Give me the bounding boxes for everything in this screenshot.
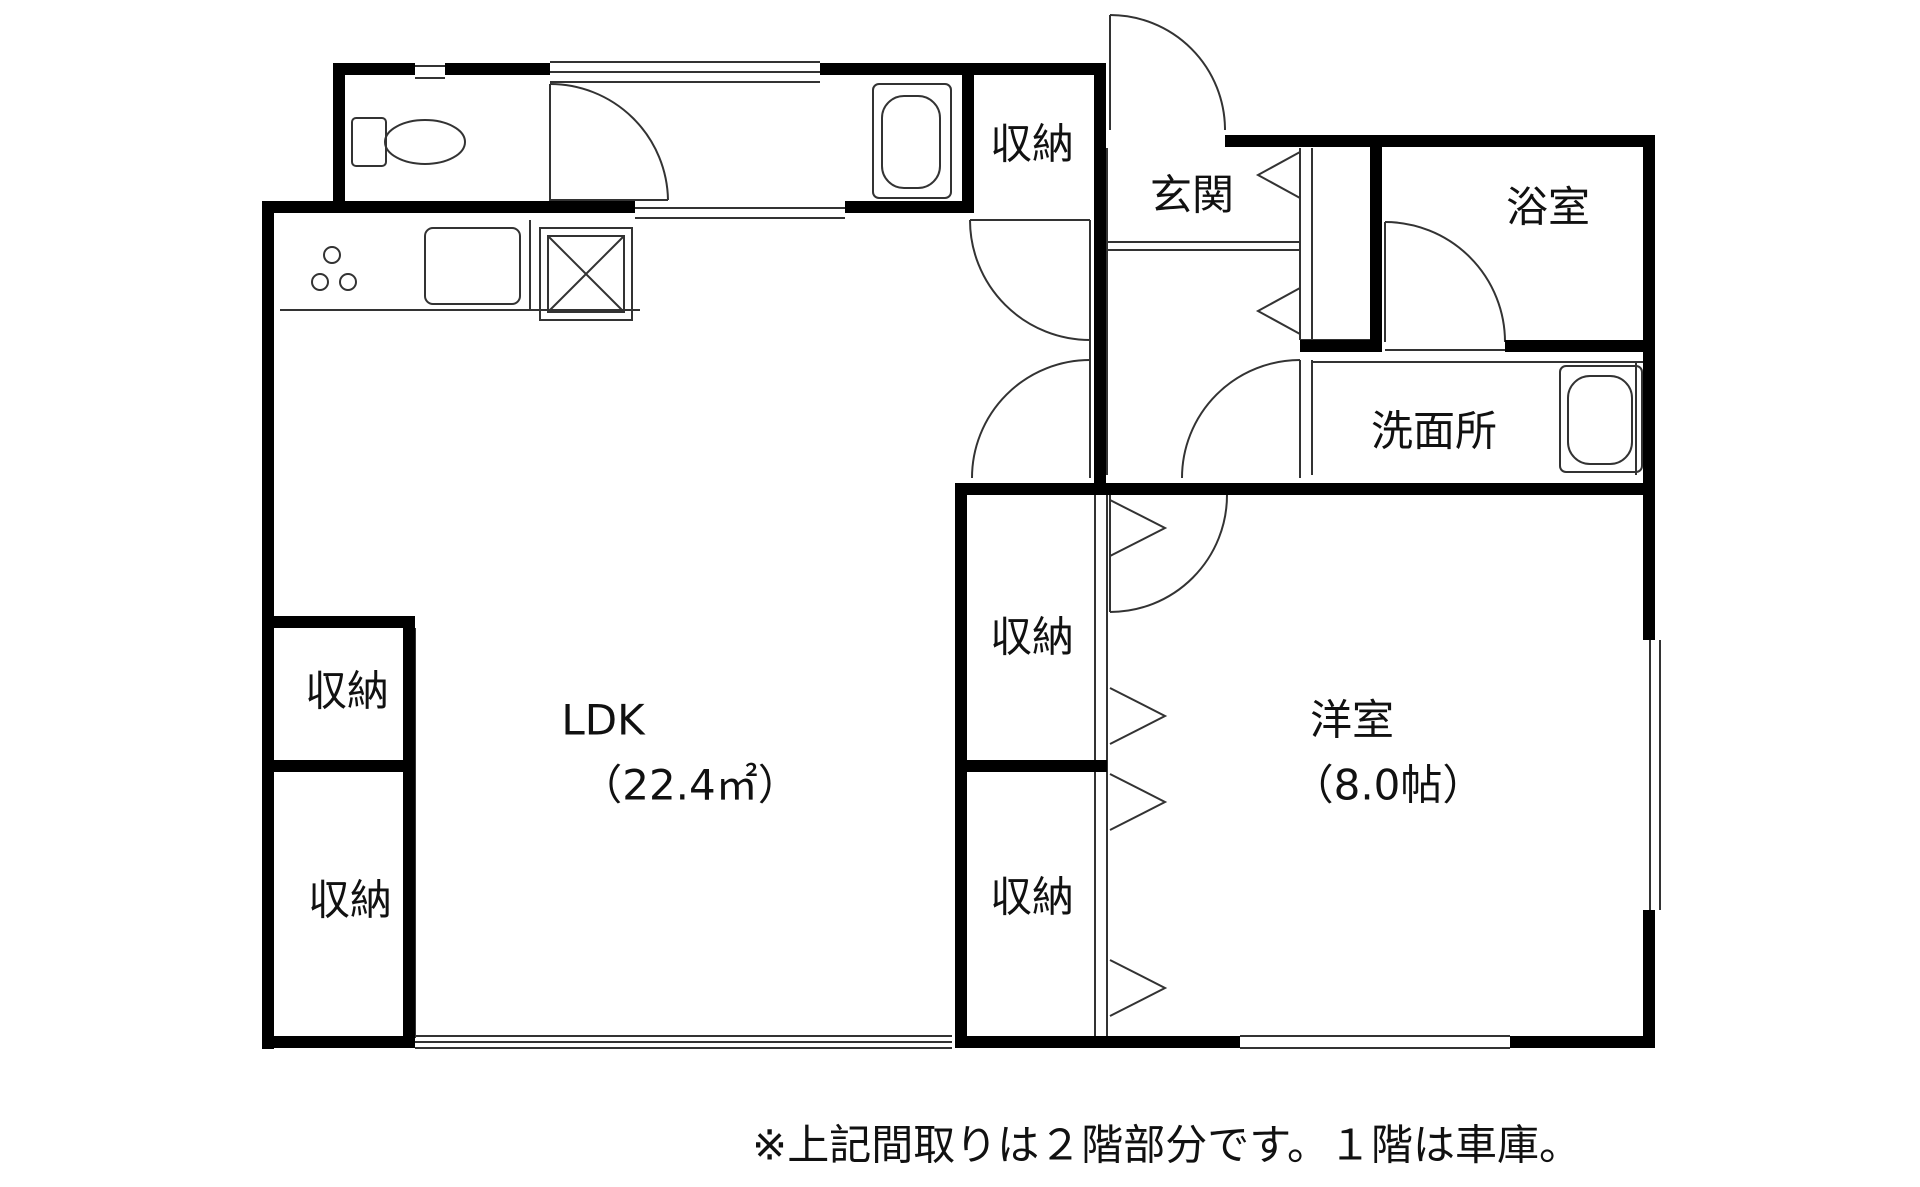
- toilet-icon: [351, 117, 466, 167]
- storage-ldk-2-label: 収納: [308, 876, 392, 925]
- door-washroom-icon: [1181, 359, 1301, 479]
- fridge-space-icon: [539, 227, 633, 321]
- floor-note: ※上記間取りは２階部分です。１階は車庫。: [752, 1121, 1581, 1170]
- door-toilet-icon: [549, 83, 669, 201]
- kitchen-sink-icon: [424, 227, 521, 305]
- entrance-label: 玄関: [1150, 171, 1234, 220]
- door-entrance-icon: [1109, 14, 1226, 131]
- wash-basin-icon: [1559, 365, 1643, 473]
- bathroom-label: 浴室: [1506, 183, 1590, 232]
- door-ldk-icon: [971, 359, 1091, 479]
- storage-ldk-1-label: 収納: [305, 667, 389, 716]
- walls: [262, 63, 1655, 1049]
- storage-top-label: 収納: [990, 120, 1074, 169]
- sink-icon: [872, 83, 952, 199]
- storage-western-2-label: 収納: [990, 873, 1074, 922]
- fixtures: [311, 83, 1643, 473]
- folding-doors-icon: [1109, 151, 1301, 1017]
- doors: [549, 14, 1506, 1017]
- washroom-label: 洗面所: [1371, 407, 1497, 456]
- door-western-icon: [1109, 494, 1228, 613]
- storage-western-1-label: 収納: [990, 613, 1074, 662]
- ldk-area-label: （22.4㎡）: [580, 761, 800, 810]
- ldk-name-label: LDK: [561, 696, 646, 745]
- western-area-label: （8.0帖）: [1292, 761, 1485, 810]
- room-labels: 収納 玄関 浴室 洗面所 収納 収納 収納 収納 LDK （22.4㎡） 洋室 …: [305, 120, 1590, 925]
- door-bathroom-icon: [1384, 221, 1506, 343]
- door-strip-storage-icon: [969, 219, 1091, 341]
- western-name-label: 洋室: [1310, 696, 1394, 745]
- stove-icon: [311, 246, 357, 291]
